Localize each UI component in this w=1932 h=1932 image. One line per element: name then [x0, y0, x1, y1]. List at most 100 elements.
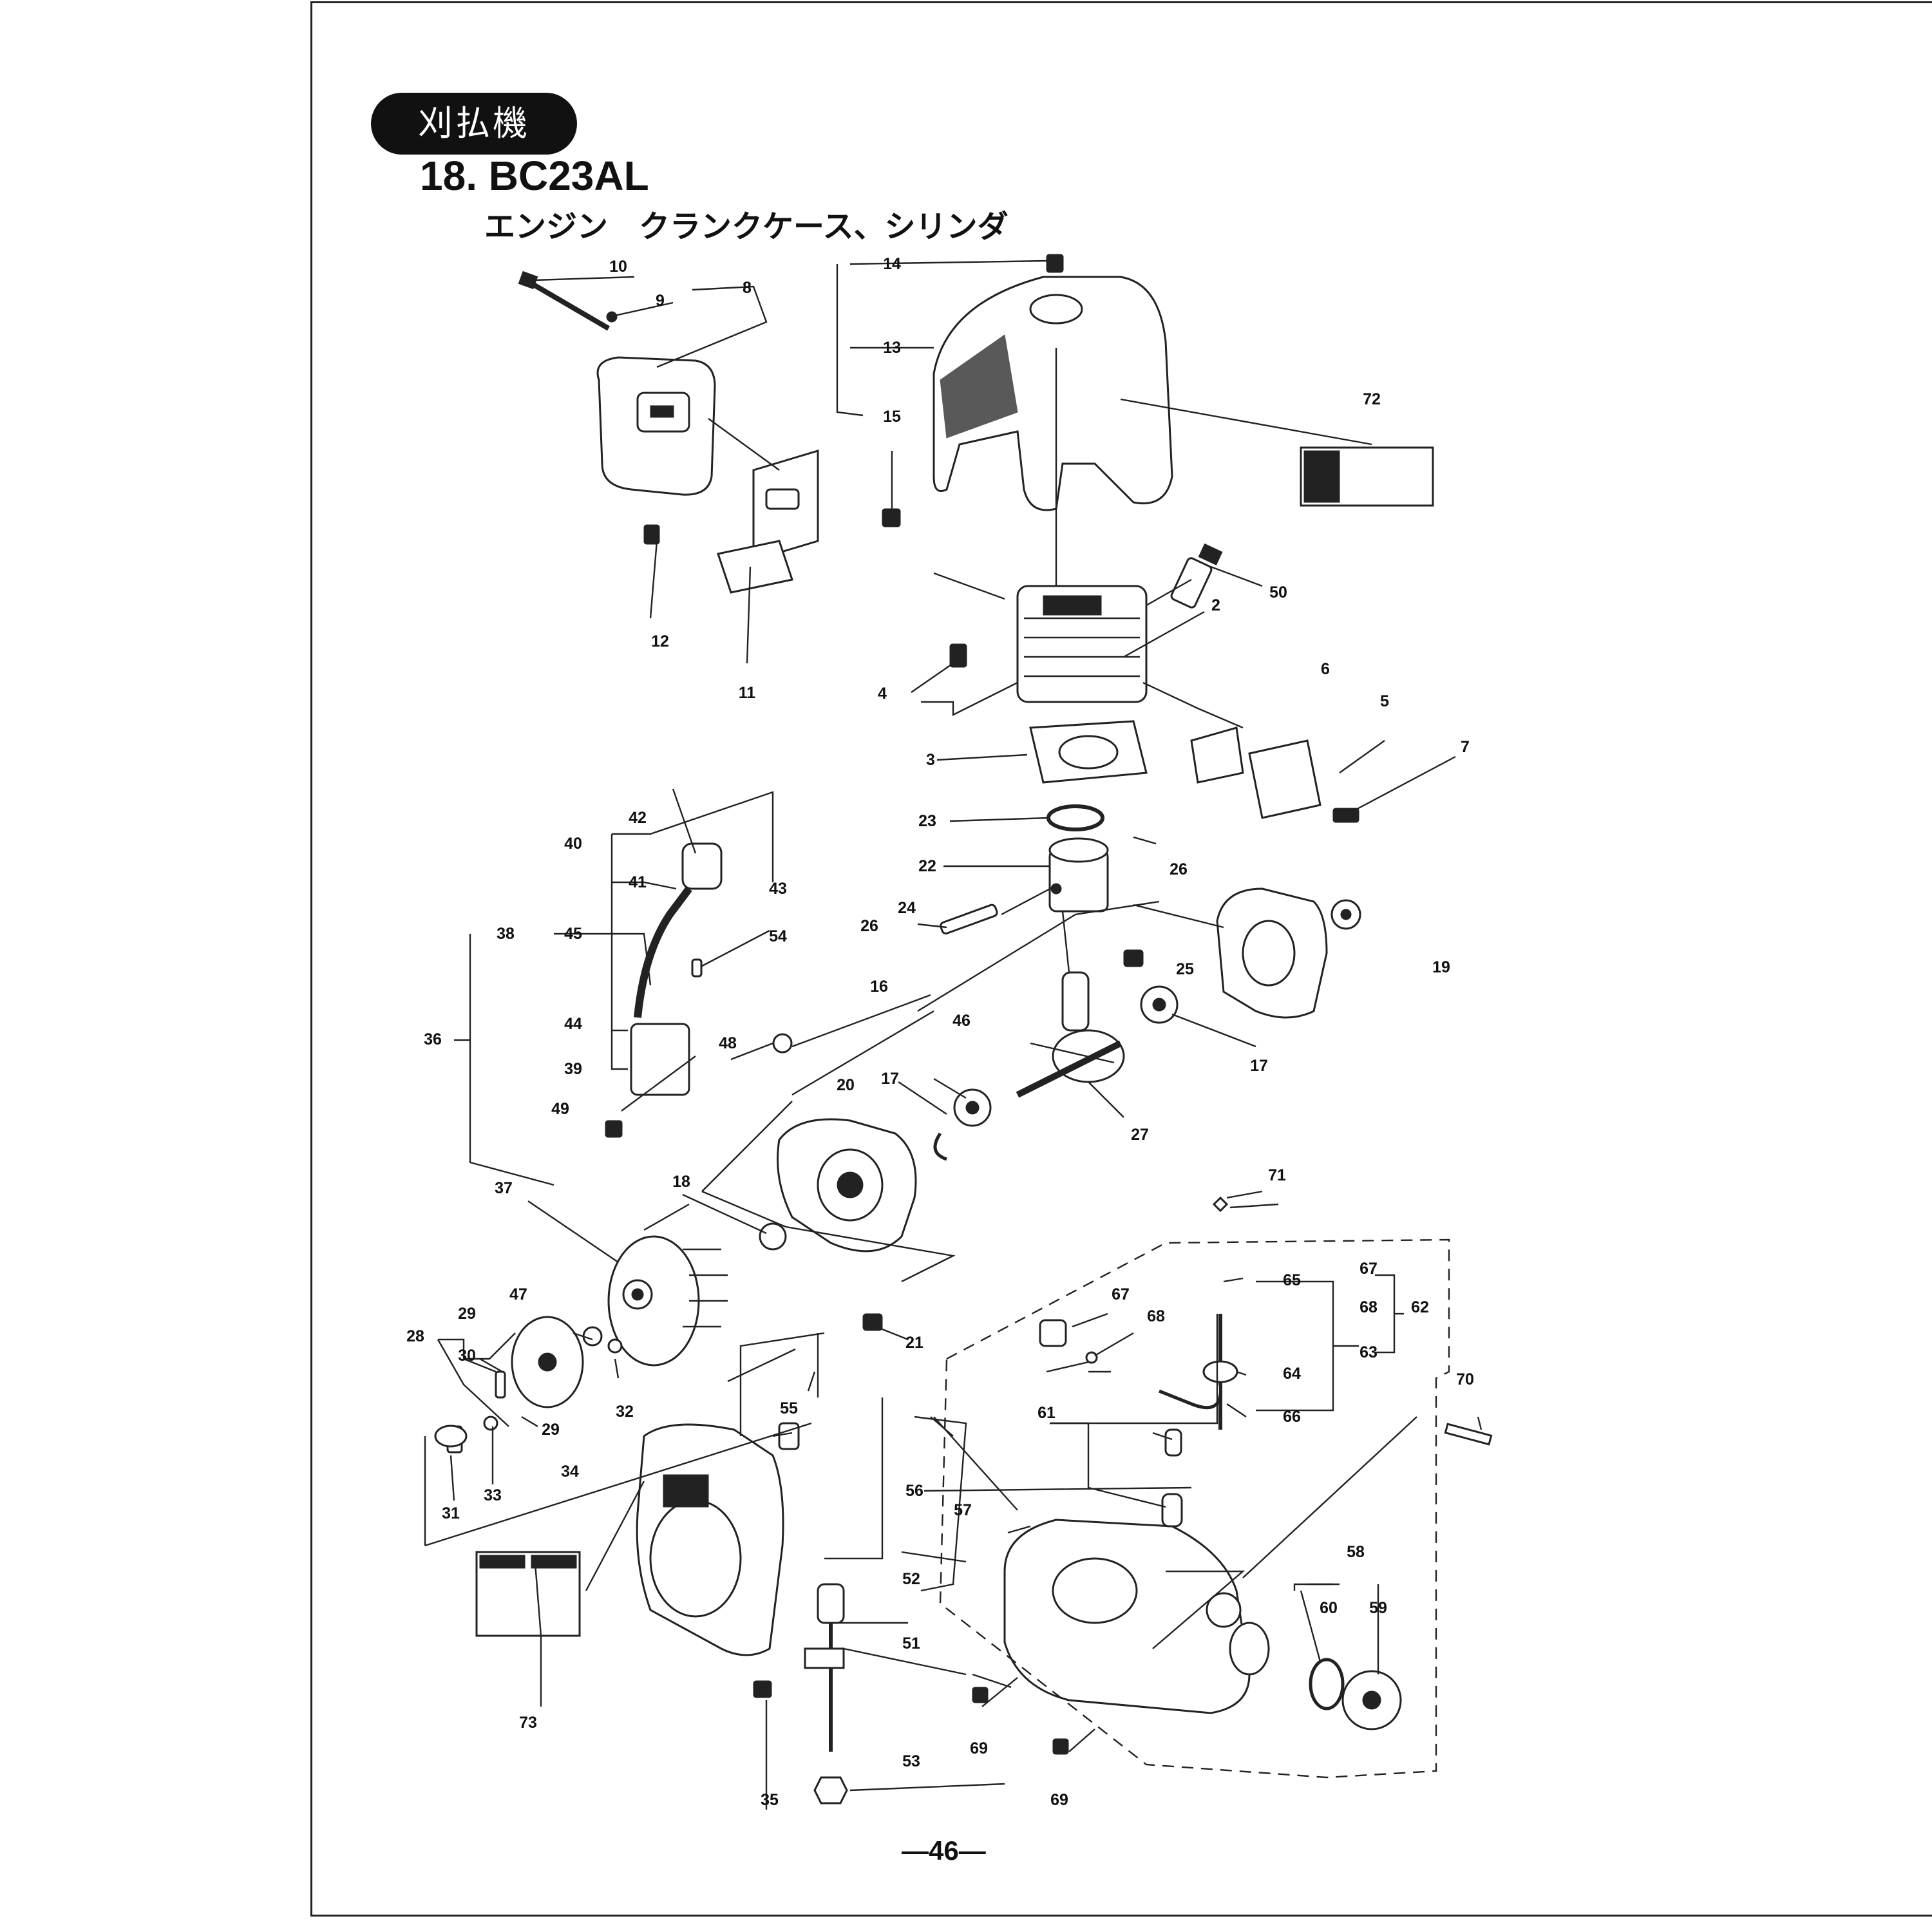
part-number: 65	[1283, 1271, 1301, 1289]
part-number: 53	[902, 1752, 920, 1770]
part-number: 26	[1170, 860, 1188, 878]
part-number: 61	[1037, 1404, 1056, 1422]
part-number: 17	[1250, 1057, 1268, 1075]
part-number-labels: 10 9 8 14 13 15 72 12 11 50 2 4 6 5 3 7 …	[406, 255, 1474, 1809]
part-number: 69	[970, 1739, 988, 1757]
fuel-cap-and-gasket	[1309, 1658, 1402, 1730]
part-number: 4	[878, 685, 887, 703]
part-number: 18	[672, 1173, 690, 1191]
part-number: 44	[564, 1015, 582, 1033]
fuel-tank-group-boundary	[939, 1238, 1450, 1779]
part-number: 21	[905, 1334, 923, 1352]
category-tag: 刈払機	[371, 93, 577, 155]
part-number: 41	[629, 873, 647, 891]
part-number: 67	[1112, 1285, 1130, 1303]
part-number: 50	[1269, 583, 1287, 601]
part-number: 70	[1456, 1370, 1474, 1388]
cylinder-gasket	[1029, 720, 1148, 784]
part-number: 2	[1211, 596, 1220, 614]
piston-ring	[1046, 804, 1104, 831]
part-number: 37	[495, 1179, 513, 1197]
part-number: 52	[902, 1570, 920, 1588]
muffler-bolt	[518, 270, 618, 331]
part-number: 12	[651, 632, 669, 650]
part-number: 54	[769, 927, 787, 945]
part-number: 27	[1131, 1126, 1149, 1144]
part-number: 51	[902, 1634, 920, 1653]
part-number: 20	[837, 1076, 855, 1094]
part-number: 68	[1147, 1307, 1165, 1325]
part-number: 26	[860, 917, 878, 935]
part-number: 19	[1432, 958, 1450, 976]
part-number: 62	[1411, 1298, 1429, 1316]
part-number: 45	[564, 925, 582, 943]
fan-cover	[636, 1422, 800, 1656]
part-number: 9	[656, 292, 665, 310]
warning-label-73	[475, 1551, 581, 1637]
part-number: 6	[1321, 660, 1330, 678]
model-title: 18. BC23AL	[420, 153, 649, 199]
part-number: 46	[952, 1012, 971, 1030]
part-number: 7	[1461, 738, 1470, 756]
part-number: 73	[519, 1714, 537, 1732]
part-number: 49	[551, 1100, 569, 1118]
part-number: 11	[739, 684, 756, 702]
part-number: 67	[1359, 1260, 1378, 1278]
cylinder-cover	[882, 254, 1173, 527]
crankshaft	[953, 949, 1179, 1127]
section-title: エンジン クランクケース、シリンダ	[484, 209, 1009, 245]
part-number: 8	[743, 279, 752, 297]
throttle-parts	[753, 1583, 848, 1804]
part-number: 31	[442, 1504, 460, 1522]
page-number: —46—	[902, 1835, 986, 1866]
part-number: 25	[1176, 960, 1194, 978]
part-number: 22	[918, 857, 936, 875]
leader-lines	[424, 260, 1482, 1810]
part-number: 34	[561, 1463, 579, 1481]
part-number: 14	[883, 255, 901, 273]
fuel-line-parts	[972, 1196, 1493, 1755]
crankcase-right	[1216, 887, 1361, 1019]
part-number: 68	[1359, 1298, 1378, 1316]
part-number: 39	[564, 1060, 582, 1078]
part-number: 32	[616, 1403, 634, 1421]
part-number: 33	[484, 1486, 502, 1504]
part-number: 16	[870, 978, 888, 996]
part-number: 23	[918, 812, 936, 830]
warning-label-72	[1300, 446, 1434, 507]
crankcase-left	[759, 1118, 947, 1331]
insulator-and-gasket	[1190, 726, 1359, 823]
part-number: 5	[1380, 692, 1389, 710]
part-number: 29	[542, 1421, 560, 1439]
fuel-tank	[1003, 1493, 1270, 1714]
part-number: 40	[564, 835, 582, 853]
flywheel	[607, 1235, 728, 1367]
part-number: 48	[719, 1034, 737, 1052]
spark-plug	[1170, 543, 1223, 609]
part-number: 13	[883, 339, 901, 357]
cylinder	[949, 585, 1148, 703]
part-number: 57	[954, 1501, 972, 1519]
part-number: 58	[1347, 1543, 1365, 1561]
part-number: 47	[509, 1285, 527, 1303]
part-number: 42	[629, 809, 647, 827]
part-number: 17	[881, 1070, 899, 1088]
part-number: 66	[1283, 1408, 1301, 1426]
part-number: 38	[497, 925, 515, 943]
part-number: 10	[609, 258, 627, 276]
part-number: 43	[769, 880, 787, 898]
part-number: 60	[1320, 1599, 1338, 1617]
part-number: 36	[424, 1030, 442, 1048]
part-number: 69	[1050, 1791, 1068, 1809]
part-number: 15	[883, 408, 901, 426]
part-number: 56	[905, 1482, 923, 1500]
part-number: 24	[898, 899, 916, 917]
part-number: 63	[1359, 1343, 1378, 1361]
clutch-assembly	[434, 1316, 623, 1454]
part-number: 28	[406, 1327, 424, 1345]
muffler-gasket-plate	[643, 449, 819, 594]
part-number: 3	[926, 751, 935, 769]
part-number: 29	[458, 1305, 476, 1323]
part-number: 72	[1363, 390, 1381, 408]
